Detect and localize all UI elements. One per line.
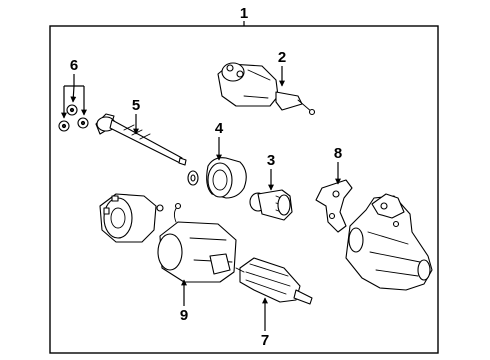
callout-3-label: 3	[267, 152, 275, 169]
callout-3: 3	[267, 152, 275, 191]
shift-lever-part	[315, 179, 353, 233]
callout-9-label: 9	[180, 307, 188, 324]
small-washer-part	[187, 170, 199, 186]
callout-2: 2	[278, 49, 286, 87]
callout-7-label: 7	[261, 332, 269, 349]
callout-6: 6	[61, 57, 87, 119]
solenoid-part	[217, 62, 316, 116]
callout-2-label: 2	[278, 49, 286, 66]
callout-1: 1	[240, 5, 248, 26]
field-frame-part	[157, 202, 237, 283]
pinion-gear-part	[249, 189, 293, 221]
washer-set-part	[58, 104, 89, 132]
drive-shaft-part	[95, 113, 187, 166]
callout-4: 4	[215, 120, 224, 161]
callout-4-label: 4	[215, 120, 224, 137]
callout-9: 9	[180, 279, 188, 324]
callout-1-label: 1	[240, 5, 248, 22]
drive-housing-part	[345, 193, 433, 291]
callout-8-label: 8	[334, 145, 342, 162]
end-frame-part	[99, 193, 164, 243]
armature-part	[235, 257, 313, 305]
callout-8: 8	[334, 145, 342, 185]
callout-5-label: 5	[132, 97, 140, 114]
callout-5: 5	[132, 97, 140, 135]
callout-6-label: 6	[70, 57, 78, 74]
bearing-ring-part	[206, 157, 247, 199]
callout-7: 7	[261, 297, 269, 349]
